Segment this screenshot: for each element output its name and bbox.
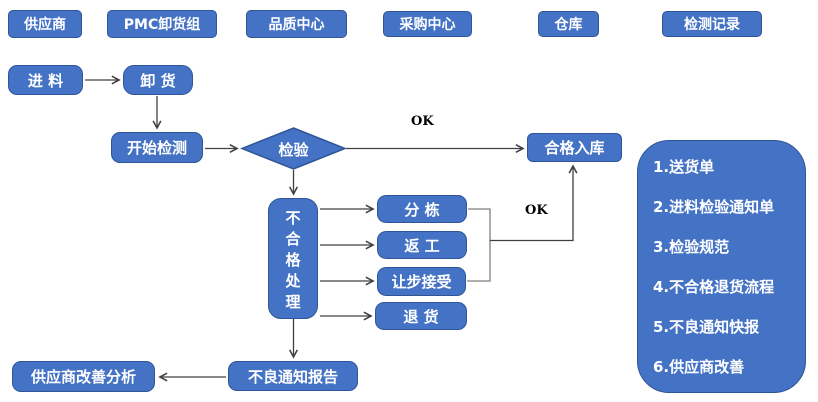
node-inspection-decision: 检验 — [278, 140, 309, 159]
node-rework: 返 工 — [377, 231, 467, 259]
lane-header-supplier: 供应商 — [8, 10, 82, 38]
node-qualified-storage: 合格入库 — [527, 133, 622, 162]
decision-diamond-shape — [239, 127, 348, 170]
edge-label-ok-top: OK — [411, 114, 434, 129]
edge-label-ok-mid: OK — [525, 203, 548, 218]
node-supplier-improvement-analysis: 供应商改善分析 — [12, 361, 155, 392]
lane-header-pmc-unloading-group: PMC卸货组 — [107, 10, 217, 38]
node-unloading: 卸 货 — [123, 65, 193, 95]
node-defect-notification-report: 不良通知报告 — [228, 361, 358, 391]
reference-panel-item: 6.供应商改善 — [653, 358, 745, 376]
reference-panel-item: 4.不合格退货流程 — [653, 278, 775, 296]
reference-panel-item: 5.不良通知快报 — [653, 318, 760, 336]
lane-header-purchasing-center: 采购中心 — [383, 11, 472, 37]
reference-panel: 1.送货单 2.进料检验通知单 3.检验规范 4.不合格退货流程 5.不良通知快… — [637, 140, 806, 393]
lane-header-quality-center: 品质中心 — [246, 10, 347, 38]
node-incoming-material: 进 料 — [8, 65, 83, 95]
reference-panel-item: 1.送货单 — [653, 158, 715, 176]
reference-panel-item: 3.检验规范 — [653, 238, 730, 256]
lane-header-warehouse: 仓库 — [538, 11, 599, 37]
reference-panel-item: 2.进料检验通知单 — [653, 198, 775, 216]
node-return-goods: 退 货 — [375, 302, 467, 330]
node-concession-acceptance: 让步接受 — [377, 267, 466, 296]
lane-header-inspection-records: 检测记录 — [662, 11, 762, 37]
node-sorting: 分 栋 — [377, 195, 467, 223]
node-nonconforming-handling: 不合格处理 — [268, 198, 318, 319]
node-start-inspection: 开始检测 — [111, 132, 203, 163]
